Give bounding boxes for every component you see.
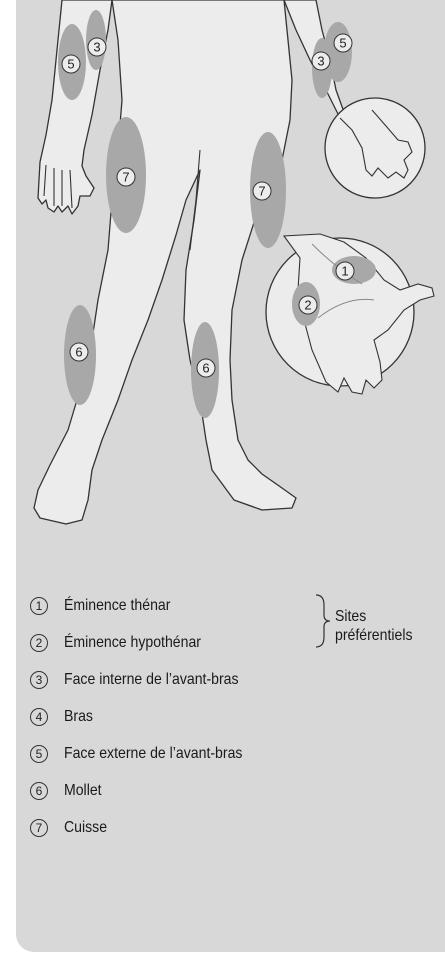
svg-text:7: 7	[258, 184, 265, 199]
legend-label: Bras	[64, 708, 93, 726]
legend-number: 7	[30, 819, 48, 837]
sites-label-line2: préférentiels	[335, 626, 412, 645]
svg-text:6: 6	[202, 361, 209, 376]
legend-item: 2 Éminence hypothénar	[30, 630, 220, 656]
legend-item: 1 Éminence thénar	[30, 593, 185, 619]
svg-text:5: 5	[339, 36, 346, 51]
marker-2-hand: 2	[299, 296, 317, 314]
legend-label: Éminence thénar	[64, 597, 170, 615]
legend-number: 6	[30, 782, 48, 800]
marker-7-right: 7	[253, 182, 271, 200]
svg-text:3: 3	[93, 40, 100, 55]
marker-3-left: 3	[88, 38, 106, 56]
marker-6-left: 6	[70, 343, 88, 361]
svg-text:1: 1	[341, 264, 348, 279]
legend-number: 4	[30, 708, 48, 726]
body-diagram: 5 3 7 6 7 6 5 3 1 2	[0, 0, 445, 560]
legend-number: 2	[30, 634, 48, 652]
svg-text:6: 6	[75, 345, 82, 360]
marker-6-right: 6	[197, 359, 215, 377]
legend-number: 1	[30, 597, 48, 615]
legend-label: Cuisse	[64, 819, 107, 837]
legend-label: Face externe de l’avant-bras	[64, 745, 242, 763]
legend-number: 3	[30, 671, 48, 689]
hand-magnifier-bottom	[266, 234, 434, 394]
marker-1-hand: 1	[336, 262, 354, 280]
legend-item: 4 Bras	[30, 704, 97, 730]
legend-item: 3 Face interne de l’avant-bras	[30, 667, 262, 693]
legend-item: 6 Mollet	[30, 778, 107, 804]
svg-text:3: 3	[317, 54, 324, 69]
svg-text:5: 5	[67, 57, 74, 72]
hand-magnifier-top	[325, 98, 425, 198]
marker-7-left: 7	[117, 168, 135, 186]
legend-label: Face interne de l’avant-bras	[64, 671, 239, 689]
marker-5-left: 5	[62, 55, 80, 73]
svg-text:7: 7	[122, 170, 129, 185]
legend-item: 5 Face externe de l’avant-bras	[30, 741, 267, 767]
legend-item: 7 Cuisse	[30, 815, 113, 841]
legend-number: 5	[30, 745, 48, 763]
sites-brace	[314, 593, 332, 649]
sites-label: Sites préférentiels	[335, 607, 412, 645]
marker-5-right: 5	[334, 34, 352, 52]
svg-text:2: 2	[304, 298, 311, 313]
marker-3-right: 3	[312, 52, 330, 70]
legend-label: Mollet	[64, 782, 102, 800]
legend-label: Éminence hypothénar	[64, 634, 201, 652]
sites-label-line1: Sites	[335, 607, 412, 626]
